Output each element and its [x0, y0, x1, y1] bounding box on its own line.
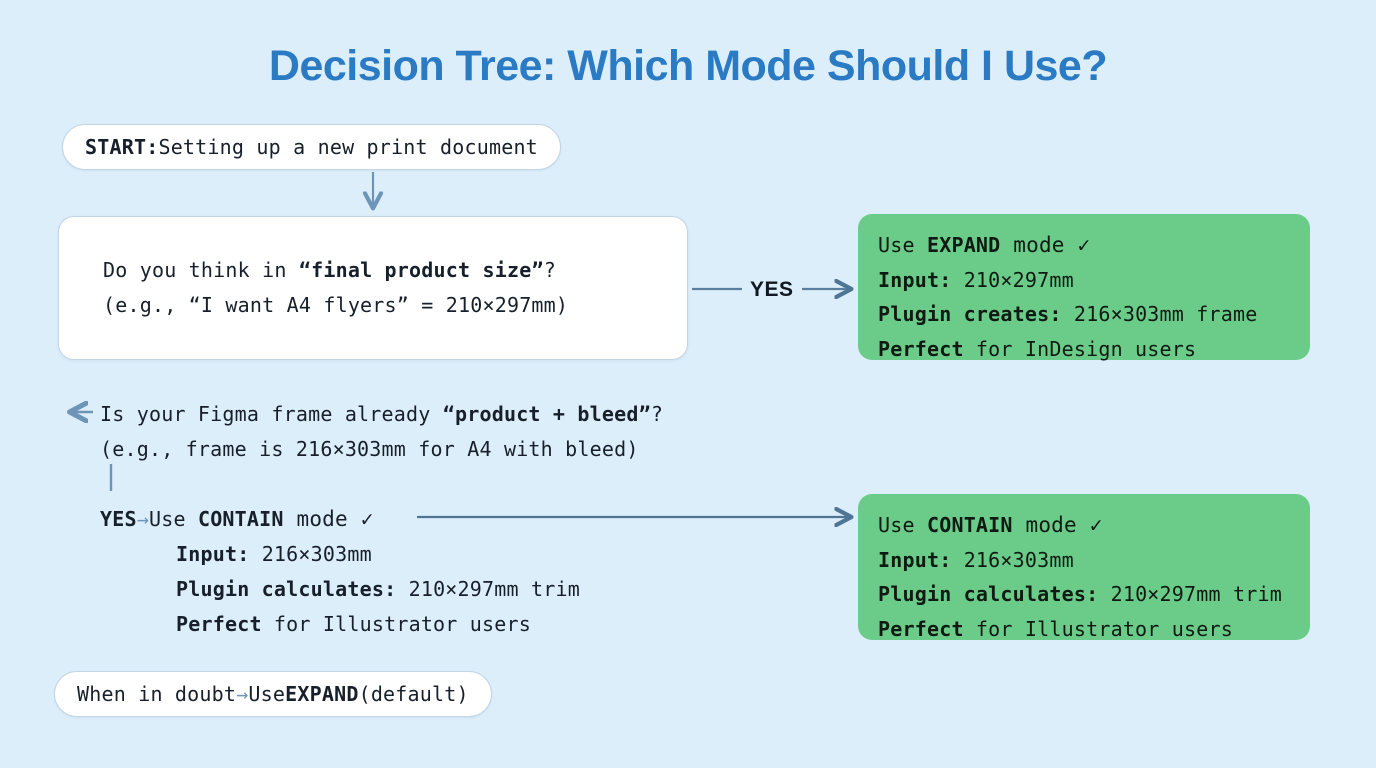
outcome-contain-line-1: Use CONTAIN mode ✓: [878, 508, 1310, 543]
decision-node: Do you think in “final product size”? (e…: [58, 216, 688, 360]
outcome-expand-line-2: Input: 210×297mm: [878, 263, 1310, 298]
second-question-line-2: (e.g., frame is 216×303mm for A4 with bl…: [100, 437, 639, 461]
second-answer-perfect-value: for Illustrator users: [261, 612, 531, 636]
outcome-expand-l1-suffix: mode ✓: [1000, 233, 1091, 257]
default-advice-mid: Use: [248, 682, 286, 706]
outcome-expand-creates-value: 216×303mm frame: [1061, 302, 1258, 326]
outcome-expand-perfect-value: for InDesign users: [963, 336, 1197, 361]
outcome-expand-line-3: Plugin creates: 216×303mm frame: [878, 297, 1310, 332]
default-advice-mode: EXPAND: [285, 682, 359, 706]
outcome-expand-l1-prefix: Use: [878, 233, 927, 257]
outcome-contain-line-3: Plugin calculates: 210×297mm trim: [878, 577, 1310, 612]
outcome-contain-line-4: Perfect for Illustrator users: [878, 612, 1310, 647]
default-advice-node: When in doubt → Use EXPAND (default): [54, 671, 492, 717]
start-node-label-rest: Setting up a new print document: [158, 135, 538, 159]
second-answer-perfect: Perfect for Illustrator users: [176, 612, 531, 636]
start-node: START: Setting up a new print document: [62, 124, 561, 170]
outcome-contain-l1-suffix: mode ✓: [1012, 513, 1103, 537]
outcome-contain-input-value: 216×303mm: [951, 547, 1074, 572]
outcome-expand-line-1: Use EXPAND mode ✓: [878, 228, 1310, 263]
page-title: Decision Tree: Which Mode Should I Use?: [268, 42, 1108, 90]
second-question-prefix: Is your Figma frame already: [100, 402, 443, 426]
decision-node-line-2: (e.g., “I want A4 flyers” = 210×297mm): [103, 293, 569, 317]
outcome-expand-line-4: Perfect for InDesign users: [878, 332, 1310, 367]
second-answer-line-1: YES→Use CONTAIN mode ✓: [100, 507, 374, 531]
second-answer-perfect-label: Perfect: [176, 612, 262, 636]
second-answer-plugin-value: 210×297mm trim: [396, 577, 580, 601]
outcome-contain-l1-prefix: Use: [878, 513, 927, 537]
second-answer-suffix: mode ✓: [283, 507, 374, 531]
start-node-label-bold: START:: [85, 135, 159, 159]
second-answer-input: Input: 216×303mm: [176, 542, 372, 566]
outcome-contain-calc-label: Plugin calculates:: [878, 582, 1099, 606]
outcome-expand-creates-label: Plugin creates:: [878, 302, 1062, 326]
outcome-contain-mode: CONTAIN: [926, 513, 1013, 537]
second-answer-mode: CONTAIN: [197, 507, 284, 531]
outcome-contain-calc-value: 210×297mm trim: [1098, 582, 1282, 606]
second-question-emphasis: “product + bleed”: [442, 402, 651, 426]
second-answer-plugin: Plugin calculates: 210×297mm trim: [176, 577, 580, 601]
outcome-card-contain: Use CONTAIN mode ✓ Input: 216×303mm Plug…: [858, 494, 1310, 641]
second-answer-yes: YES: [100, 507, 137, 531]
outcome-expand-mode: EXPAND: [926, 233, 1001, 257]
outcome-contain-perfect-value: for Illustrator users: [963, 616, 1233, 641]
outcome-expand-input-label: Input:: [878, 267, 952, 292]
second-answer-prefix: Use: [148, 507, 198, 531]
decision-line1-emphasis: “final product size”: [298, 258, 544, 282]
second-question-line-1: Is your Figma frame already “product + b…: [100, 402, 663, 426]
decision-node-line-1: Do you think in “final product size”?: [103, 253, 687, 288]
default-advice-suffix: (default): [358, 682, 469, 706]
right-arrow-icon: →: [236, 682, 249, 706]
second-answer-input-label: Input:: [176, 542, 250, 566]
second-question-suffix: ?: [650, 402, 664, 426]
decision-line1-prefix: Do you think in: [103, 258, 299, 282]
outcome-contain-input-label: Input:: [878, 547, 952, 572]
outcome-card-expand: Use EXPAND mode ✓ Input: 210×297mm Plugi…: [858, 214, 1310, 361]
second-answer-input-value: 216×303mm: [249, 542, 372, 566]
outcome-expand-perfect-label: Perfect: [878, 336, 964, 361]
branch-label-yes: YES: [750, 278, 794, 301]
default-advice-prefix: When in doubt: [77, 682, 237, 706]
right-arrow-icon: →: [136, 507, 149, 531]
outcome-contain-perfect-label: Perfect: [878, 616, 964, 641]
outcome-expand-input-value: 210×297mm: [951, 267, 1074, 292]
second-answer-plugin-label: Plugin calculates:: [176, 577, 397, 601]
outcome-contain-line-2: Input: 216×303mm: [878, 543, 1310, 578]
decision-line1-suffix: ?: [543, 258, 556, 282]
